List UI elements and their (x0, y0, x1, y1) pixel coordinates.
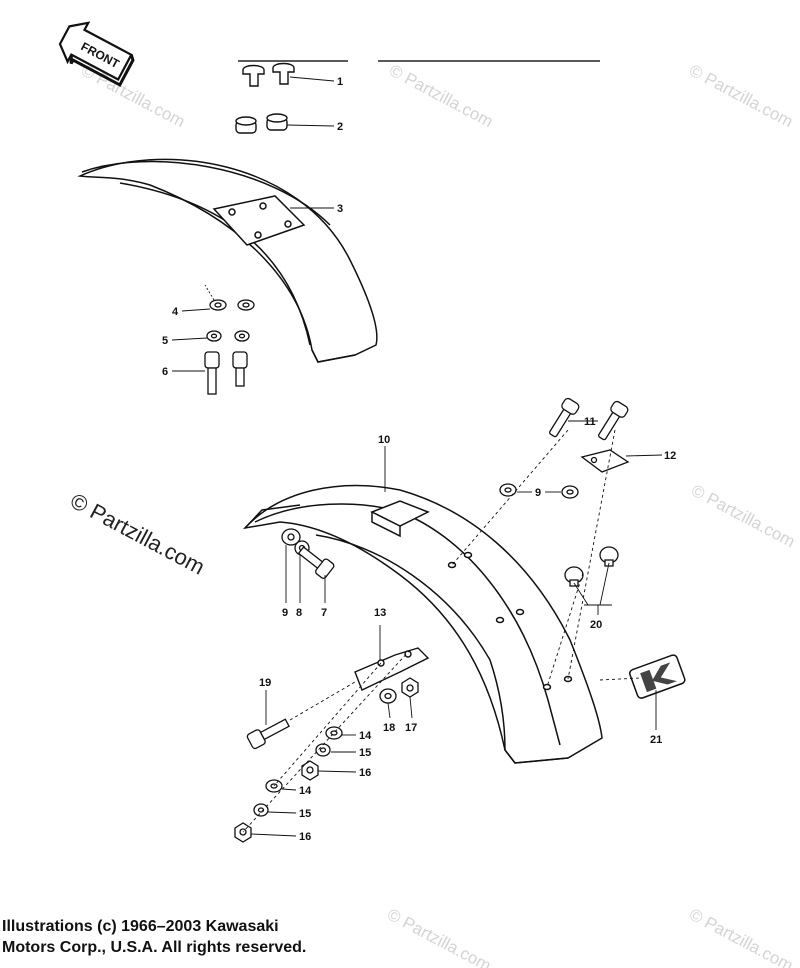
rear-left-fasteners (281, 528, 335, 579)
callout-6: 6 (162, 366, 168, 378)
copyright-notice: Illustrations (c) 1966–2003 Kawasaki Mot… (2, 916, 422, 958)
rear-long-bolt (246, 718, 290, 750)
callout-12: 12 (664, 450, 676, 462)
callout-13: 13 (374, 607, 386, 619)
callout-17: 17 (405, 722, 417, 734)
callout-9-right: 9 (535, 487, 541, 499)
callout-21: 21 (650, 734, 662, 746)
callout-14-upper: 14 (359, 730, 372, 742)
rear-bracket (354, 647, 430, 691)
callout-10: 10 (378, 434, 390, 446)
rear-nuts-upper (379, 677, 419, 704)
callout-8: 8 (296, 607, 302, 619)
callout-16-lower: 16 (299, 831, 311, 843)
callout-15-upper: 15 (359, 747, 371, 759)
rear-buttons (564, 546, 619, 587)
callout-numbers: 1 2 3 4 5 6 10 11 12 9 9 8 7 13 20 19 18… (162, 76, 676, 843)
callout-19: 19 (259, 677, 271, 689)
rear-leaders (242, 420, 663, 837)
watermark-6: © Partzilla.com (686, 905, 796, 968)
callout-20: 20 (590, 619, 602, 631)
callout-11: 11 (584, 416, 596, 428)
callout-1: 1 (337, 76, 343, 88)
callout-4: 4 (172, 306, 179, 318)
rear-emblem (629, 654, 686, 699)
front-fender (77, 158, 378, 363)
rear-lower-fasteners (234, 726, 343, 843)
watermark-4: © Partzilla.com (688, 481, 798, 552)
copyright-line-2: Motors Corp., U.S.A. All rights reserved… (2, 939, 307, 956)
front-bolt-pair (235, 62, 295, 134)
copyright-line-1: Illustrations (c) 1966–2003 Kawasaki (2, 918, 279, 935)
callout-5: 5 (162, 335, 168, 347)
callout-7: 7 (321, 607, 327, 619)
callout-9-left: 9 (282, 607, 288, 619)
front-leaders (171, 76, 335, 372)
callout-3: 3 (337, 203, 343, 215)
callout-18: 18 (383, 722, 395, 734)
front-fasteners (204, 299, 255, 395)
callout-14-lower: 14 (299, 785, 312, 797)
rear-top-fasteners (499, 397, 630, 499)
callout-15-lower: 15 (299, 808, 311, 820)
callout-2: 2 (337, 121, 343, 133)
callout-16-upper: 16 (359, 767, 371, 779)
watermark-2: © Partzilla.com (686, 61, 796, 132)
watermark-1: © Partzilla.com (386, 61, 496, 132)
front-arrow-icon: FRONT (58, 21, 135, 87)
rear-fender (242, 484, 603, 764)
